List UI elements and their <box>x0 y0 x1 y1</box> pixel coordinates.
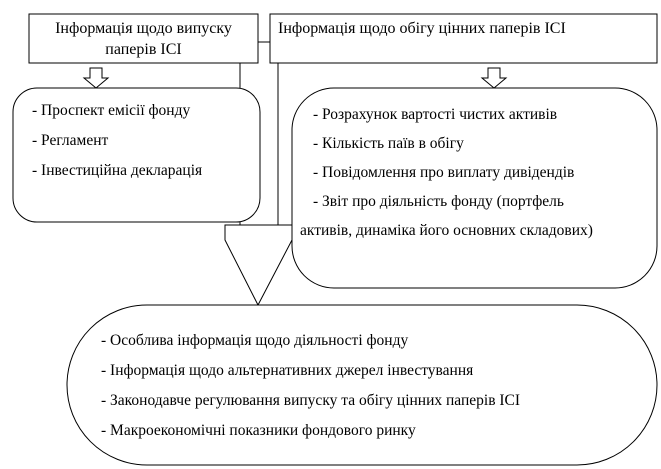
bottom-item: - Інформація щодо альтернативних джерел … <box>101 362 473 379</box>
right-item: - Звіт про діяльність фонду (портфель <box>313 193 564 210</box>
right-item: - Кількість паїв в обігу <box>313 135 464 152</box>
left-content-box <box>12 87 261 223</box>
left-header-line2: паперів ІСІ <box>105 41 181 58</box>
right-header-box <box>269 13 658 64</box>
right-content-box <box>291 87 658 289</box>
bottom-item: - Законодавче регулювання випуску та обі… <box>101 392 520 409</box>
left-item: - Регламент <box>32 132 109 149</box>
merge-arrow <box>224 224 293 307</box>
right-header-text: Інформація щодо обігу цінних паперів ІСІ <box>278 20 566 37</box>
left-header-box <box>28 13 259 64</box>
left-header-line1: Інформація щодо випуску <box>55 20 232 37</box>
right-item: активів, динаміка його основних складови… <box>300 222 593 239</box>
bottom-content-box <box>66 304 658 466</box>
left-down-arrow <box>82 67 110 89</box>
left-item: - Інвестиційна декларація <box>32 162 202 179</box>
right-item: - Розрахунок вартості чистих активів <box>313 106 557 123</box>
right-down-arrow <box>480 67 508 89</box>
right-item: - Повідомлення про виплату дивідендів <box>313 164 574 181</box>
bottom-item: - Особлива інформація щодо діяльності фо… <box>101 332 408 349</box>
left-item: - Проспект емісії фонду <box>32 102 190 119</box>
bottom-item: - Макроекономічні показники фондового ри… <box>101 422 416 439</box>
